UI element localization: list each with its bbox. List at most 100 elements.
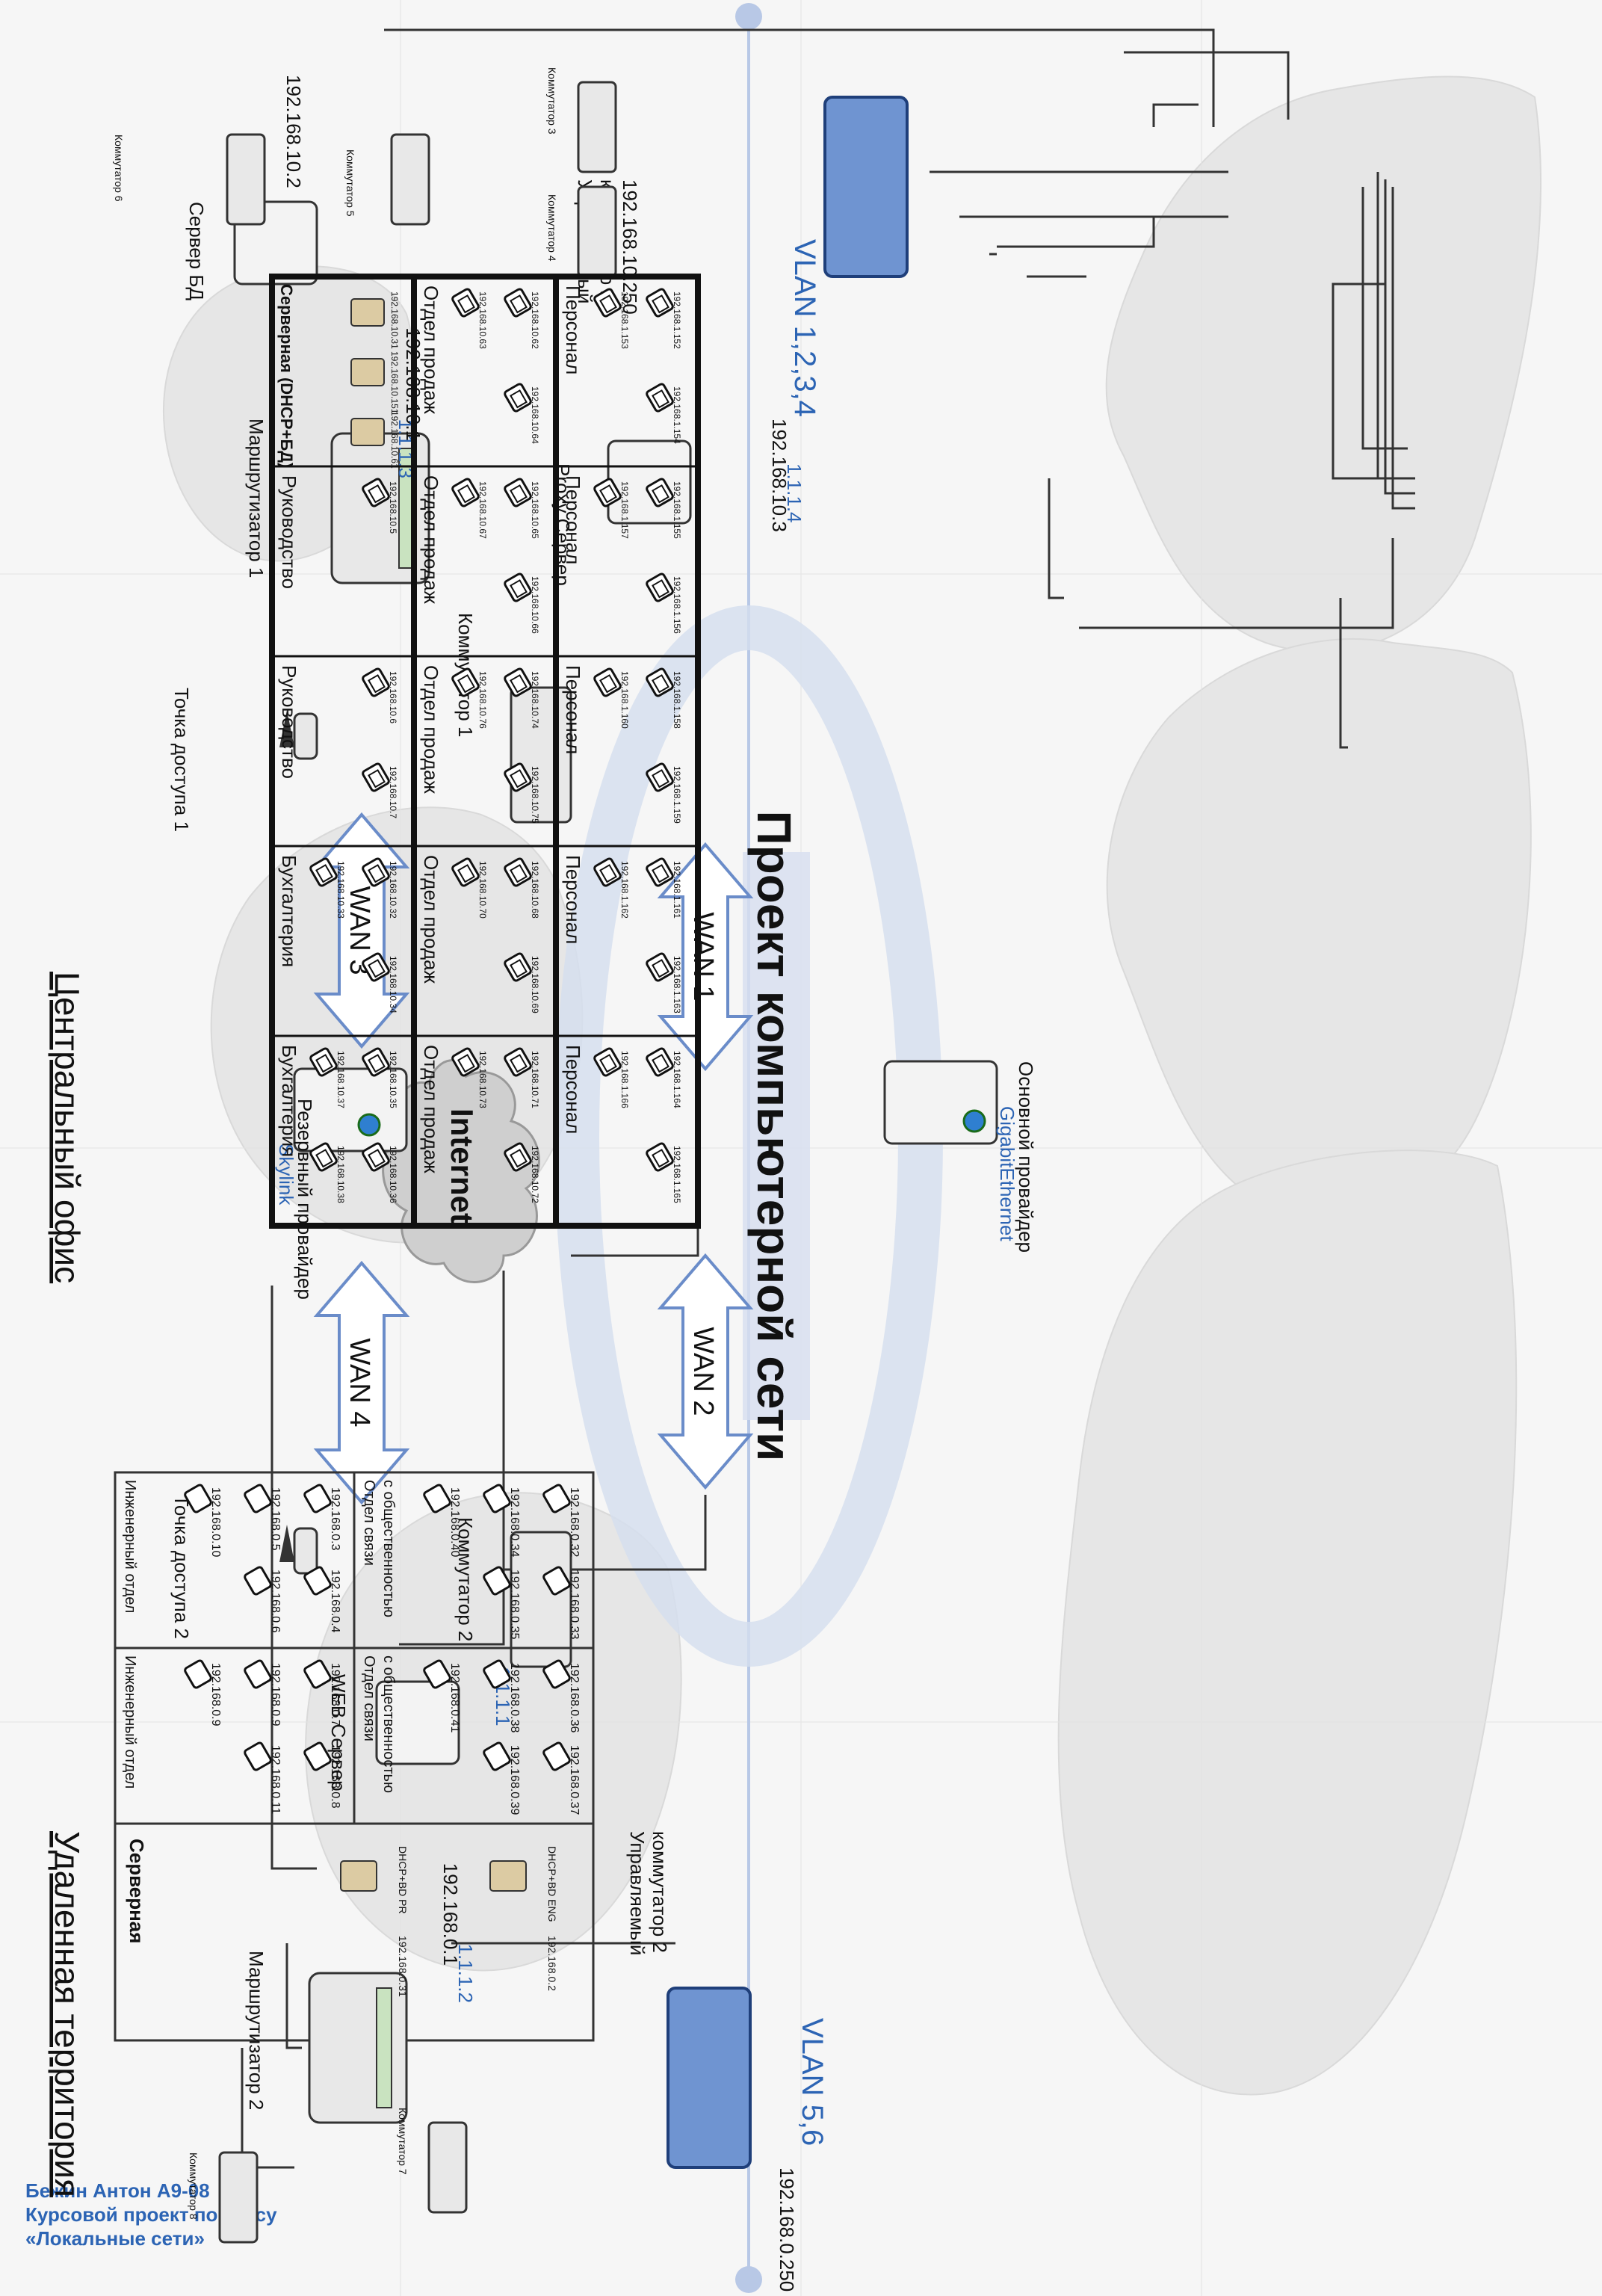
pc-screen: [510, 959, 528, 978]
workstation-icon: [362, 857, 390, 887]
remote-server-ip: 192.168.0.2: [546, 1936, 558, 1991]
workstation-ip: 192.168.1.160: [619, 671, 630, 729]
pc-screen: [652, 484, 669, 504]
managed-switch-1-vlan: VLAN 1,2,3,4: [788, 239, 821, 417]
workstation-ip: 192.168.1.164: [672, 1051, 682, 1108]
switch-6: Коммутатор 6: [113, 133, 266, 226]
workstation-icon: [451, 857, 480, 887]
db-server-label: Сервер БД: [185, 202, 208, 300]
workstation-ip: 192.168.0.38: [508, 1663, 521, 1733]
pc-screen: [652, 959, 669, 978]
pc-screen: [510, 389, 528, 409]
pc-screen: [315, 1149, 333, 1168]
workstation-icon: [483, 1484, 511, 1513]
workstation-icon: [451, 1047, 480, 1077]
workstation-icon: [184, 1659, 212, 1689]
workstation-ip: 192.168.0.9: [269, 1663, 282, 1726]
workstation-icon: [362, 478, 390, 507]
wan-1-arrow: WAN 1: [657, 842, 754, 1072]
wan-2-label: WAN 2: [687, 1327, 719, 1416]
pc-screen: [599, 294, 617, 314]
workstation-ip: 192.168.10.7: [388, 766, 398, 818]
access-point-1-body: [293, 712, 318, 760]
world-map-background: [162, 75, 1541, 2096]
web-server-body: [375, 1680, 460, 1765]
pc-screen: [599, 1054, 617, 1073]
remote-room-label: Инженерный отдел: [122, 1480, 138, 1613]
room-label: Персонал: [562, 855, 584, 944]
workstation-ip: 192.168.1.156: [672, 576, 682, 634]
workstation-ip: 192.168.10.35: [388, 1051, 398, 1108]
switch-3-body: [577, 81, 617, 173]
web-server: WEB Сервер 1.1.1.1: [327, 1667, 514, 1792]
room-label: Отдел продаж: [420, 855, 442, 984]
workstation-icon: [646, 857, 674, 887]
workstation-icon: [483, 1566, 511, 1596]
workstation-icon: [593, 288, 622, 318]
central-office-label: Центральный офис: [48, 972, 87, 1283]
workstation-icon: [593, 1047, 622, 1077]
pc-screen: [510, 1054, 528, 1073]
workstation-ip: 192.168.10.32: [388, 861, 398, 919]
access-point-2: Точка доступа 2: [170, 1495, 318, 1639]
switch-5-body: [390, 133, 430, 226]
room-label: Бухгалтерия: [278, 1045, 300, 1157]
workstation-ip: 192.168.10.74: [530, 671, 540, 729]
project-title-bg: [743, 852, 810, 1420]
proxy-server-ip: 192.168.10.3: [768, 419, 791, 532]
proxy-server: Proxy Сервер 192.168.10.3 1.1.1.4: [551, 419, 805, 586]
pc-screen: [599, 674, 617, 694]
pc-screen: [368, 864, 386, 883]
pc-screen: [315, 1054, 333, 1073]
access-point-2-label: Точка доступа 2: [170, 1495, 193, 1639]
remote-room-label: Инженерный отдел: [122, 1655, 138, 1789]
pc-screen: [652, 1054, 669, 1073]
backup-provider: Резервный провайдер Skylink: [275, 1067, 408, 1300]
switch-7-label: Коммутатор 7: [397, 2108, 409, 2175]
workstation-ip: 192.168.0.10: [209, 1487, 222, 1558]
backup-provider-label: Резервный провайдер: [294, 1099, 316, 1300]
central-office-building: [269, 274, 701, 1229]
workstation-ip: 192.168.10.76: [477, 671, 488, 729]
workstation-icon: [646, 288, 674, 318]
pc-screen: [368, 484, 386, 504]
workstation-ip: 192.168.0.41: [448, 1663, 461, 1733]
author-line-3: «Локальные сети»: [25, 2227, 205, 2250]
switch-4-label: Коммутатор 4: [546, 194, 558, 262]
workstation-icon: [542, 1566, 571, 1596]
switch-6-label: Коммутатор 6: [113, 135, 125, 202]
workstation-ip: 192.168.10.34: [388, 956, 398, 1013]
db-server-ip: 192.168.10.2: [282, 75, 305, 188]
workstation-ip: 192.168.1.157: [619, 481, 630, 539]
workstation-ip: 192.168.0.11: [269, 1745, 282, 1814]
workstation-icon: [451, 288, 480, 318]
switch-5: Коммутатор 5: [344, 133, 430, 226]
project-title: Проект компьютерной сети: [747, 811, 801, 1462]
managed-switch-1-ip: 192.168.10.250: [619, 179, 641, 315]
server-icon: [350, 358, 385, 386]
switch-2: Коммутатор 2: [454, 1517, 572, 1668]
workstation-icon: [646, 667, 674, 697]
workstation-icon: [451, 478, 480, 507]
pc-screen: [457, 484, 475, 504]
workstation-ip: 192.168.10.68: [530, 861, 540, 919]
workstation-ip: 192.168.0.7: [329, 1663, 341, 1726]
workstation-ip: 192.168.1.165: [672, 1146, 682, 1203]
workstation-icon: [646, 1047, 674, 1077]
workstation-ip: 192.168.10.72: [530, 1146, 540, 1203]
workstation-ip: 192.168.0.9: [209, 1663, 222, 1726]
workstation-ip: 192.168.10.64: [530, 386, 540, 444]
access-point-1: Точка доступа 1: [170, 688, 318, 832]
workstation-icon: [309, 857, 338, 887]
workstation-ip: 192.168.0.40: [448, 1487, 461, 1558]
workstation-icon: [423, 1484, 451, 1513]
managed-switch-2: Управляемый коммутатор 2 192.168.0.250 V…: [626, 1831, 829, 2292]
workstation-icon: [504, 857, 532, 887]
workstation-ip: 192.168.0.4: [329, 1570, 341, 1633]
switch-7: Коммутатор 7: [397, 2108, 468, 2214]
pc-screen: [368, 959, 386, 978]
workstation-ip: 192.168.10.73: [477, 1051, 488, 1108]
pc-screen: [315, 864, 333, 883]
pc-screen: [510, 484, 528, 504]
